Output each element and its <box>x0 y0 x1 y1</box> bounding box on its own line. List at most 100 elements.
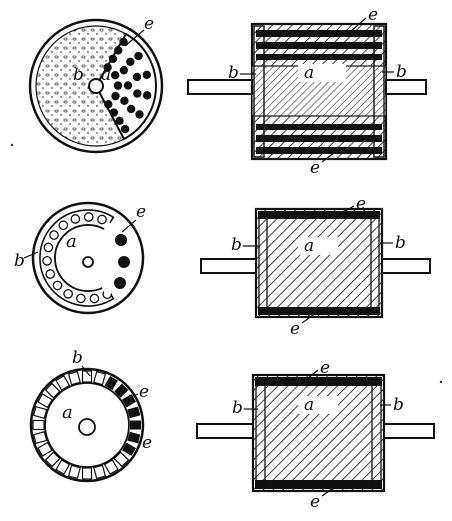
slot <box>63 289 73 299</box>
slot <box>43 242 54 253</box>
label-e-4: e <box>136 202 146 222</box>
rect-slot <box>81 370 93 383</box>
slot <box>76 293 86 304</box>
slot-dots-1 <box>103 37 152 134</box>
side-view-3: a b b e e <box>196 358 435 512</box>
conductor-dot <box>126 104 136 114</box>
rect-slot <box>67 464 81 480</box>
conductor-dot <box>118 256 130 268</box>
rect-slot <box>55 375 71 391</box>
cross-section-2: a b e <box>14 201 146 315</box>
side-view-2: a b b e e <box>200 194 431 339</box>
conductor-dot <box>120 96 129 105</box>
label-e-8: e <box>142 433 152 453</box>
rect-slot <box>93 464 107 480</box>
label-b-2: b <box>228 63 239 83</box>
label-b-1: b <box>73 65 84 85</box>
label-a-5: a <box>62 402 73 423</box>
label-b-8: b <box>232 398 243 418</box>
conductor-dot <box>134 51 143 61</box>
rect-conductor <box>127 431 141 444</box>
label-a-1: a <box>101 65 111 85</box>
label-b-6: b <box>395 233 406 253</box>
conductor-dot <box>115 116 124 126</box>
label-b-4: b <box>14 251 25 271</box>
rect-slot <box>93 370 107 386</box>
ring-slots-3 <box>32 370 130 480</box>
conductor-dot <box>123 81 133 90</box>
slot <box>58 220 69 231</box>
conductor-dot <box>119 66 129 75</box>
conductor-dot <box>126 57 135 66</box>
conductor-dot <box>113 81 123 90</box>
ring-slots-2 <box>42 212 113 304</box>
label-e-2: e <box>368 5 378 25</box>
slot <box>42 256 52 266</box>
slot <box>97 214 107 225</box>
slot <box>83 212 94 222</box>
label-e-5: e <box>356 194 366 214</box>
conductor-dot <box>133 89 142 98</box>
rect-slot <box>32 431 48 445</box>
label-e-9: e <box>320 358 330 378</box>
rect-slot <box>44 451 61 468</box>
side-view-1: a b b e e <box>187 5 427 178</box>
conductor-dot <box>104 100 113 109</box>
rect-slot <box>32 405 48 419</box>
label-e-3: e <box>310 158 320 178</box>
rect-conductor <box>121 442 137 456</box>
speck <box>10 143 14 147</box>
slot <box>52 280 63 291</box>
label-e-7: e <box>139 382 149 402</box>
rect-conductor <box>127 406 141 419</box>
conductor-dot <box>103 63 112 72</box>
rect-conductor <box>104 375 118 391</box>
cross-section-1: b a e <box>28 14 164 154</box>
slot <box>89 293 100 304</box>
conductor-dot <box>109 108 119 117</box>
label-a-4: a <box>304 236 314 256</box>
conductor-dot <box>132 72 142 82</box>
conductor-dot <box>119 37 128 47</box>
rect-slot <box>37 393 53 409</box>
conductor-dot <box>120 124 130 134</box>
conductor-dot <box>142 91 152 100</box>
rect-slot <box>44 382 61 399</box>
rect-slot <box>113 451 130 468</box>
conductor-dot <box>115 234 127 246</box>
label-e-1: e <box>144 14 154 34</box>
rect-conductors-3 <box>104 375 141 456</box>
conductor-dot <box>110 70 120 80</box>
label-a-2: a <box>304 63 314 83</box>
conductor-dot <box>142 70 151 80</box>
conductor-dot <box>114 277 126 289</box>
label-b-5: b <box>231 235 242 255</box>
label-b-9: b <box>393 395 404 415</box>
label-e-6: e <box>290 319 300 339</box>
conductor-dot <box>111 91 120 101</box>
rect-slot <box>103 459 119 475</box>
slot <box>70 214 81 224</box>
rect-slot <box>55 459 71 475</box>
rect-slot <box>81 467 93 480</box>
conductor-dot <box>108 54 118 64</box>
rect-slot <box>67 370 81 386</box>
label-a-6: a <box>304 395 314 415</box>
label-b-3: b <box>396 62 407 82</box>
rect-slot <box>32 419 45 431</box>
slot <box>45 269 56 279</box>
label-e-10: e <box>310 492 320 512</box>
rect-slot <box>37 441 53 457</box>
slot <box>49 230 59 240</box>
rect-conductor <box>114 383 129 398</box>
label-a-3: a <box>66 231 77 252</box>
cross-section-3: a b e e <box>29 348 152 483</box>
rect-conductor <box>121 394 137 408</box>
rect-conductor <box>130 420 141 430</box>
label-b-7: b <box>72 348 83 368</box>
speck <box>439 380 443 384</box>
conductor-dot <box>114 46 123 55</box>
conductor-dot <box>135 110 144 119</box>
